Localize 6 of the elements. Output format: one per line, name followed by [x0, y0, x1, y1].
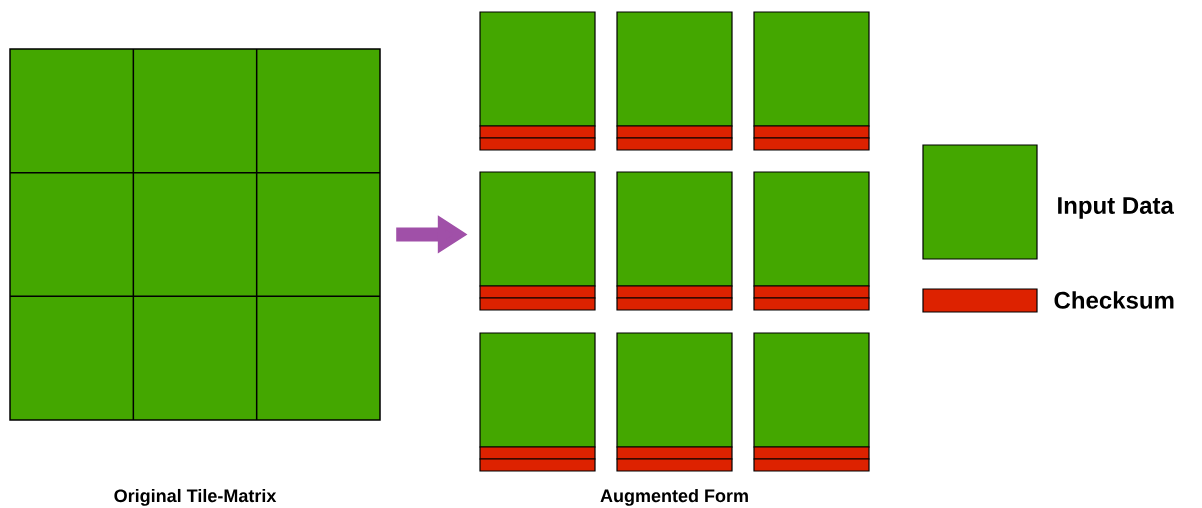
node-label: Augmented Form — [600, 488, 748, 506]
legend-label: Input Data — [1058, 197, 1174, 219]
legend-label: Checksum — [1054, 291, 1174, 309]
augmented-tiles-drawing — [479, 11, 870, 472]
node-label: Original Tile-Matrix — [114, 488, 277, 506]
tile-matrix-drawing — [9, 48, 381, 421]
